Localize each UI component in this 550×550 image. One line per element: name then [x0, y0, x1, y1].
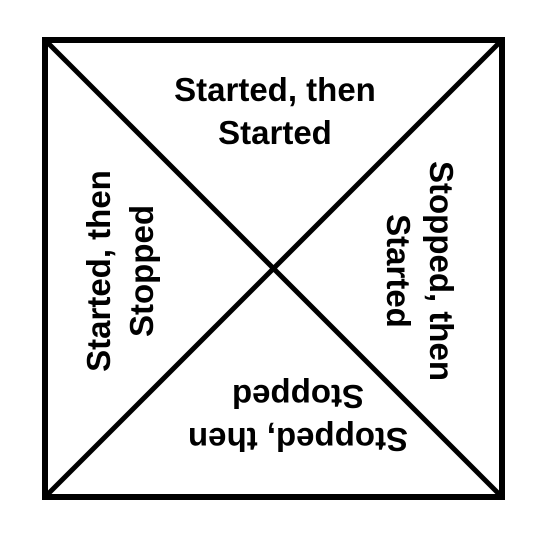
quadrant-label-left-line1: Started, then	[80, 170, 117, 372]
quadrant-label-left: Started, then Stopped	[77, 161, 163, 381]
quadrant-label-right-line2: Started	[380, 214, 417, 328]
quadrant-label-bottom: Stopped, then Stopped	[188, 375, 408, 461]
quadrant-label-right: Stopped, then Started	[377, 161, 463, 381]
quadrant-label-top: Started, then Started	[165, 68, 385, 154]
quadrant-label-top-line2: Started	[218, 114, 332, 151]
quadrant-label-bottom-line1: Stopped, then	[188, 421, 408, 458]
quadrant-label-right-line1: Stopped, then	[423, 161, 460, 381]
diagonal-top-right-to-bottom-left	[43, 38, 504, 499]
outer-square	[42, 37, 505, 500]
quadrant-label-bottom-line2: Stopped	[232, 378, 364, 415]
quadrant-label-top-line1: Started, then	[174, 71, 376, 108]
quadrant-label-left-line2: Stopped	[123, 205, 160, 337]
